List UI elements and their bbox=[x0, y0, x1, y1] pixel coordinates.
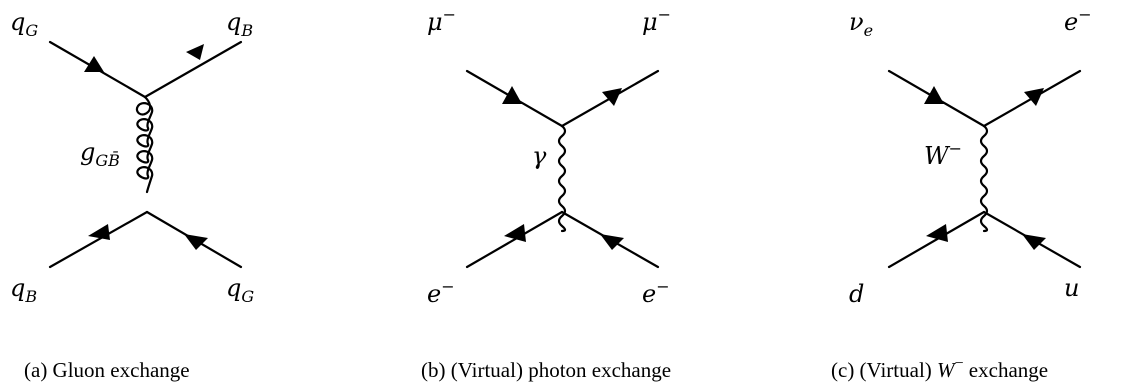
fermion-line-bottom-left bbox=[887, 210, 986, 269]
label-bottom-left: qB bbox=[10, 274, 37, 306]
gluon-propagator bbox=[135, 95, 154, 194]
diagram-c-w-exchange: νe e− d u W− (c) (Virtual) W− exchange bbox=[831, 5, 1092, 382]
label-bottom-left: d bbox=[849, 280, 864, 308]
fermion-line-bottom-left bbox=[465, 210, 564, 269]
label-top-right: e− bbox=[1064, 5, 1092, 36]
fermion-arrow-top-right bbox=[186, 44, 204, 60]
label-propagator: γ bbox=[532, 142, 547, 170]
label-top-left: qG bbox=[10, 8, 38, 40]
caption-a: (a) Gluon exchange bbox=[24, 358, 190, 382]
fermion-arrow-bottom-right bbox=[1022, 234, 1046, 250]
fermion-arrow-bottom-left bbox=[88, 224, 110, 240]
fermion-arrow-bottom-left bbox=[926, 224, 948, 242]
diagram-a-gluon-exchange: qG qB qB qG gGB̄ (a) Gluon exchange bbox=[10, 8, 254, 382]
label-bottom-right: e− bbox=[642, 277, 670, 308]
fermion-arrow-top-left bbox=[84, 56, 104, 72]
fermion-arrow-bottom-left bbox=[504, 224, 526, 242]
fermion-arrow-bottom-right bbox=[184, 234, 208, 250]
fermion-arrow-top-right bbox=[602, 88, 622, 106]
fermion-arrow-bottom-right bbox=[600, 234, 624, 250]
label-top-left: μ− bbox=[427, 5, 456, 36]
label-bottom-right: qG bbox=[226, 274, 254, 306]
fermion-line-top-right bbox=[143, 40, 243, 99]
label-propagator: gGB̄ bbox=[80, 138, 120, 170]
label-bottom-left: e− bbox=[427, 277, 455, 308]
fermion-arrow-top-left bbox=[502, 86, 522, 104]
caption-c: (c) (Virtual) W− exchange bbox=[831, 355, 1048, 382]
label-top-right: qB bbox=[226, 8, 253, 40]
fermion-arrow-top-right bbox=[1024, 88, 1044, 106]
label-propagator: W− bbox=[924, 139, 962, 170]
caption-b: (b) (Virtual) photon exchange bbox=[421, 358, 671, 382]
diagram-b-photon-exchange: μ− μ− e− e− γ (b) (Virtual) photon excha… bbox=[421, 5, 671, 382]
label-top-right: μ− bbox=[642, 5, 671, 36]
w-boson-propagator bbox=[979, 124, 989, 233]
label-bottom-right: u bbox=[1064, 274, 1079, 302]
label-top-left: νe bbox=[849, 8, 873, 40]
fermion-arrow-top-left bbox=[924, 86, 944, 104]
photon-propagator bbox=[557, 124, 567, 233]
fermion-line-bottom-left bbox=[48, 210, 149, 269]
